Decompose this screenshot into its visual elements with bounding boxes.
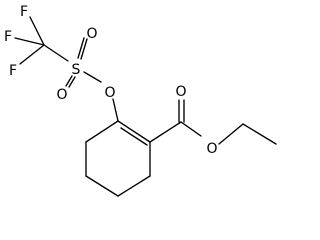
bond-ring-6	[85, 120, 119, 143]
bond-c-s	[43, 44, 69, 62]
bond-ring-c-carbonyl	[149, 121, 182, 143]
bond-c-f1	[29, 16, 45, 46]
bond-ch2-ch3	[242, 123, 277, 145]
bond-o-c-ring	[112, 98, 119, 122]
bond-ring-4	[85, 175, 119, 197]
bond-o-ch2	[218, 123, 244, 145]
bond-ring-3	[117, 175, 151, 197]
bond-ring-1-double	[120, 127, 148, 146]
atom-f2: F	[4, 29, 12, 45]
bond-s-o-bottom-1	[65, 75, 73, 87]
bond-s-o-top-2	[80, 38, 88, 60]
bond-c-f3	[19, 44, 45, 65]
atom-o-triflate: O	[104, 85, 115, 101]
bond-c-o-ester	[180, 121, 202, 137]
chemical-structure-canvas: F F F S O O O O O	[3, 4, 277, 197]
atom-o-sulfonyl-top: O	[86, 26, 97, 42]
bond-s-o-triflate	[83, 71, 102, 83]
atom-o-ester: O	[206, 141, 217, 157]
bond-s-o-top-1	[77, 37, 85, 59]
bond-ring-1	[117, 120, 151, 143]
bond-s-o-bottom-2	[68, 76, 76, 88]
atom-o-sulfonyl-bottom: O	[56, 87, 67, 103]
atom-f1: F	[20, 4, 28, 20]
atom-s: S	[72, 62, 81, 78]
atom-labels: F F F S O O O O O	[4, 4, 218, 157]
molecule-drawing: F F F S O O O O O	[4, 4, 277, 197]
atom-o-carbonyl: O	[175, 84, 186, 100]
bonds	[14, 16, 277, 197]
atom-f3: F	[9, 63, 17, 79]
bond-c-f2	[14, 37, 45, 46]
